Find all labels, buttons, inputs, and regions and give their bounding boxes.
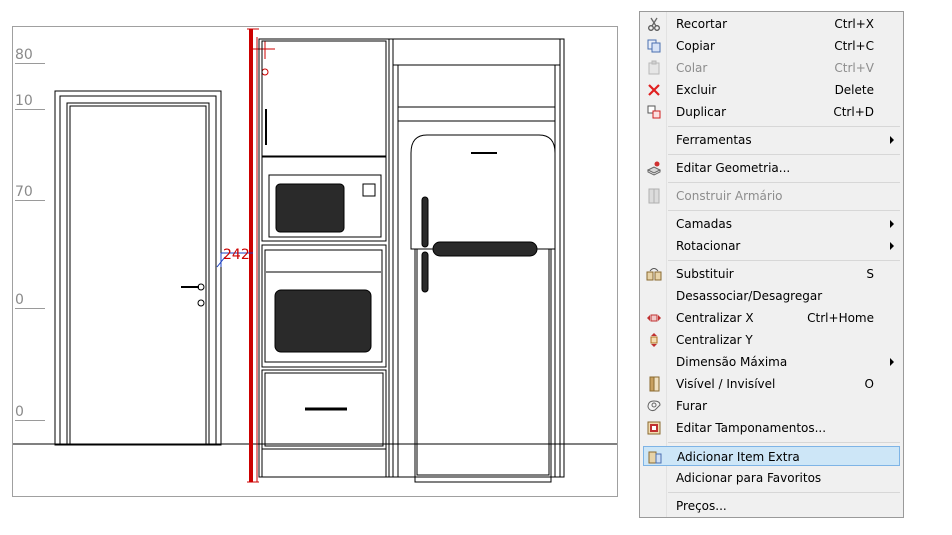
menu-item-editar-tamponamentos[interactable]: Editar Tamponamentos... bbox=[643, 418, 900, 438]
menu-item-label: Duplicar bbox=[676, 105, 727, 119]
menu-item-label: Ferramentas bbox=[676, 133, 752, 147]
menu-item-label: Rotacionar bbox=[676, 239, 741, 253]
menu-item-rotacionar[interactable]: Rotacionar bbox=[643, 236, 900, 256]
menu-item-shortcut: Ctrl+D bbox=[833, 105, 874, 119]
center-y-icon bbox=[650, 333, 658, 347]
door bbox=[54, 90, 222, 446]
menu-separator bbox=[668, 126, 900, 127]
menu-item-label: Camadas bbox=[676, 217, 732, 231]
menu-item-ferramentas[interactable]: Ferramentas bbox=[643, 130, 900, 150]
menu-separator bbox=[668, 210, 900, 211]
panels-icon bbox=[647, 421, 661, 435]
dimension-label: 80 bbox=[15, 48, 45, 64]
menu-item-shortcut: Ctrl+Home bbox=[807, 311, 874, 325]
menu-item-label: Preços... bbox=[676, 499, 727, 513]
menu-item-label: Copiar bbox=[676, 39, 715, 53]
context-menu: Recortar Ctrl+X Copiar Ctrl+C Colar Ctrl… bbox=[639, 11, 904, 518]
menu-separator bbox=[668, 442, 900, 443]
menu-item-duplicar[interactable]: Duplicar Ctrl+D bbox=[643, 102, 900, 122]
cabinet-icon bbox=[648, 188, 660, 204]
menu-item-furar[interactable]: Furar bbox=[643, 396, 900, 416]
menu-item-label: Excluir bbox=[676, 83, 717, 97]
menu-item-label: Adicionar para Favoritos bbox=[676, 471, 822, 485]
menu-item-label: Colar bbox=[676, 61, 708, 75]
submenu-arrow-icon bbox=[890, 220, 894, 228]
drawing-canvas[interactable]: 80 10 70 0 0 242 bbox=[12, 26, 618, 497]
menu-item-label: Adicionar Item Extra bbox=[677, 450, 800, 464]
duplicate-icon bbox=[647, 105, 661, 119]
menu-item-label: Dimensão Máxima bbox=[676, 355, 788, 369]
visibility-icon bbox=[649, 376, 660, 392]
dimension-label: 0 bbox=[15, 293, 45, 309]
menu-item-recortar[interactable]: Recortar Ctrl+X bbox=[643, 14, 900, 34]
height-measurement: 242 bbox=[216, 28, 275, 483]
menu-item-editar-geometria[interactable]: Editar Geometria... bbox=[643, 158, 900, 178]
submenu-arrow-icon bbox=[890, 136, 894, 144]
scissors-icon bbox=[648, 17, 660, 31]
menu-item-shortcut: Ctrl+V bbox=[834, 61, 874, 75]
menu-item-shortcut: S bbox=[866, 267, 874, 281]
menu-item-label: Substituir bbox=[676, 267, 734, 281]
menu-separator bbox=[668, 182, 900, 183]
menu-item-colar[interactable]: Colar Ctrl+V bbox=[643, 58, 900, 78]
menu-item-substituir[interactable]: Substituir S bbox=[643, 264, 900, 284]
center-x-icon bbox=[647, 314, 661, 322]
menu-item-construir-armario[interactable]: Construir Armário bbox=[643, 186, 900, 206]
menu-item-visivel-invisivel[interactable]: Visível / Invisível O bbox=[643, 374, 900, 394]
menu-item-label: Desassociar/Desagregar bbox=[676, 289, 823, 303]
menu-item-centralizar-y[interactable]: Centralizar Y bbox=[643, 330, 900, 350]
menu-item-shortcut: Ctrl+X bbox=[834, 17, 874, 31]
submenu-arrow-icon bbox=[890, 358, 894, 366]
menu-item-desassociar[interactable]: Desassociar/Desagregar bbox=[643, 286, 900, 306]
menu-item-shortcut: O bbox=[864, 377, 874, 391]
menu-item-excluir[interactable]: Excluir Delete bbox=[643, 80, 900, 100]
replace-icon bbox=[646, 268, 662, 281]
menu-item-label: Construir Armário bbox=[676, 189, 783, 203]
menu-separator bbox=[668, 260, 900, 261]
paste-icon bbox=[648, 60, 660, 75]
menu-separator bbox=[668, 492, 900, 493]
menu-item-label: Recortar bbox=[676, 17, 728, 31]
delete-x-icon bbox=[648, 84, 660, 96]
tall-cabinet bbox=[258, 38, 390, 478]
submenu-arrow-icon bbox=[890, 242, 894, 250]
menu-item-copiar[interactable]: Copiar Ctrl+C bbox=[643, 36, 900, 56]
menu-item-centralizar-x[interactable]: Centralizar X Ctrl+Home bbox=[643, 308, 900, 328]
copy-icon bbox=[647, 39, 661, 53]
menu-item-camadas[interactable]: Camadas bbox=[643, 214, 900, 234]
fridge-niche bbox=[388, 38, 565, 478]
menu-item-label: Editar Tamponamentos... bbox=[676, 421, 827, 435]
refrigerator bbox=[410, 134, 556, 483]
menu-item-shortcut: Ctrl+C bbox=[834, 39, 874, 53]
menu-item-precos[interactable]: Preços... bbox=[643, 496, 900, 516]
menu-item-adicionar-favoritos[interactable]: Adicionar para Favoritos bbox=[643, 468, 900, 488]
menu-item-dimensao-maxima[interactable]: Dimensão Máxima bbox=[643, 352, 900, 372]
menu-item-label: Centralizar X bbox=[676, 311, 754, 325]
edit-geometry-icon bbox=[646, 161, 662, 176]
menu-item-label: Centralizar Y bbox=[676, 333, 753, 347]
kitchen-elevation-drawing: 242 bbox=[13, 28, 617, 483]
add-extra-icon bbox=[648, 451, 662, 464]
menu-item-label: Visível / Invisível bbox=[676, 377, 776, 391]
drill-icon bbox=[647, 400, 661, 412]
dimension-label: 70 bbox=[15, 185, 45, 201]
dimension-label: 0 bbox=[15, 405, 45, 421]
menu-item-label: Editar Geometria... bbox=[676, 161, 791, 175]
menu-item-adicionar-item-extra[interactable]: Adicionar Item Extra bbox=[643, 446, 900, 466]
measure-value: 242 bbox=[223, 247, 250, 263]
menu-item-label: Furar bbox=[676, 399, 708, 413]
menu-separator bbox=[668, 154, 900, 155]
dimension-label: 10 bbox=[15, 94, 45, 110]
menu-item-shortcut: Delete bbox=[834, 83, 874, 97]
